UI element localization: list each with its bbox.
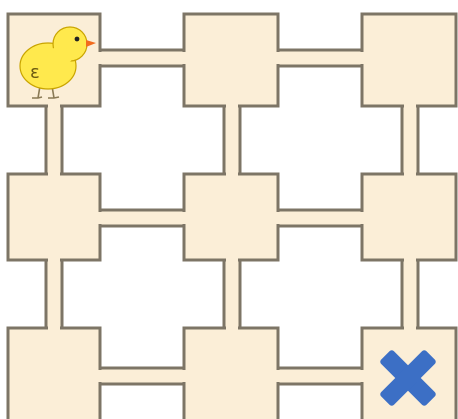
- opening: [48, 167, 60, 177]
- opening: [226, 257, 238, 267]
- room-2-1: [8, 174, 100, 260]
- opening: [48, 257, 60, 267]
- room-1-3: [362, 14, 456, 106]
- corridor-r3-c2c3: [274, 368, 366, 384]
- room-3-1: [8, 328, 100, 419]
- opening: [226, 167, 238, 177]
- opening: [226, 321, 238, 331]
- opening: [177, 212, 187, 224]
- corridor-r1-c2c3: [274, 50, 366, 66]
- chick-wing: ε: [30, 62, 40, 83]
- corridor-c2-r2r3: [224, 256, 240, 332]
- corridor-c1-r1r2: [46, 102, 62, 178]
- opening: [226, 103, 238, 113]
- opening: [48, 321, 60, 331]
- opening: [97, 370, 107, 382]
- opening: [404, 103, 416, 113]
- room-1-2: [184, 14, 278, 106]
- opening: [404, 321, 416, 331]
- corridor-c1-r2r3: [46, 256, 62, 332]
- corridor-r3-c1c2: [96, 368, 188, 384]
- opening: [275, 212, 285, 224]
- opening: [48, 103, 60, 113]
- corridor-c3-r2r3: [402, 256, 418, 332]
- corridor-r1-c1c2: [96, 50, 188, 66]
- corridor-c3-r1r2: [402, 102, 418, 178]
- opening: [177, 370, 187, 382]
- opening: [177, 52, 187, 64]
- chick-neck: [47, 47, 73, 65]
- opening: [404, 257, 416, 267]
- opening: [355, 212, 365, 224]
- opening: [275, 52, 285, 64]
- corridor-c2-r1r2: [224, 102, 240, 178]
- opening: [97, 52, 107, 64]
- room-3-2: [184, 328, 278, 419]
- opening: [275, 370, 285, 382]
- room-2-3: [362, 174, 456, 260]
- corridor-r2-c2c3: [274, 210, 366, 226]
- room-2-2: [184, 174, 278, 260]
- corridor-r2-c1c2: [96, 210, 188, 226]
- opening: [355, 52, 365, 64]
- opening: [355, 370, 365, 382]
- chick-eye: [75, 37, 80, 42]
- opening: [97, 212, 107, 224]
- opening: [404, 167, 416, 177]
